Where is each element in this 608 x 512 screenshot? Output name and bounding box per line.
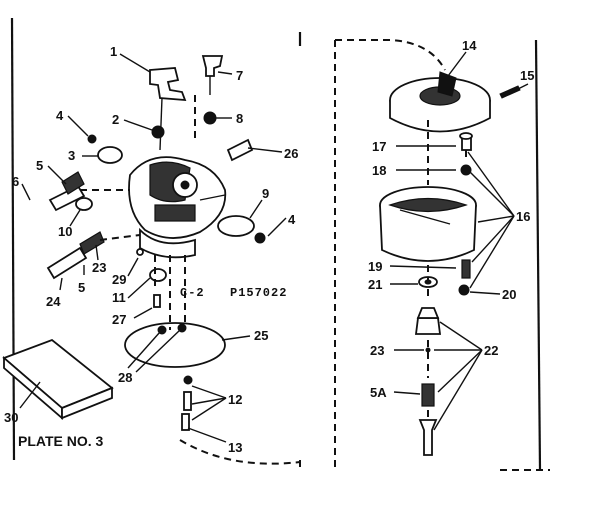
part-label-24: 24 [46,294,61,309]
part-labels: 1 7 2 8 4 3 26 5 6 9 4 10 23 29 5 24 11 … [4,38,534,455]
part-label-3: 3 [68,148,75,163]
air-cleaner-ring [389,71,491,133]
throttle-shaft [149,67,187,151]
part-label-20: 20 [502,287,516,302]
part-label-11: 11 [112,290,126,305]
part-label-6: 6 [12,174,19,189]
parts-small [46,111,266,431]
section-label: C-2 [180,286,205,300]
part-label-30: 30 [4,410,18,425]
part-label-5A: 5A [370,385,387,400]
part-label-29: 29 [112,272,126,287]
leader-lines-right [389,51,529,431]
gasket-pack [2,338,114,420]
part-label-23a: 23 [92,260,106,275]
part-label-21: 21 [368,277,382,292]
part-label-7: 7 [236,68,243,83]
parts-right [414,85,521,456]
choke-shaft [201,55,224,95]
part-label-5b: 5 [78,280,85,295]
part-label-9: 9 [262,186,269,201]
drawing-number: P157022 [230,286,287,300]
part-label-27: 27 [112,312,126,327]
part-label-4b: 4 [288,212,296,227]
part-label-16: 16 [516,209,530,224]
assembly-guides-right [427,120,467,418]
part-label-26: 26 [284,146,298,161]
float-bowl [379,186,477,262]
part-label-10: 10 [58,224,72,239]
part-label-17: 17 [372,139,386,154]
part-label-23b: 23 [370,343,384,358]
part-label-13: 13 [228,440,242,455]
part-label-25: 25 [254,328,268,343]
part-label-5a: 5 [36,158,43,173]
part-label-2: 2 [112,112,119,127]
part-label-19: 19 [368,259,382,274]
part-label-4a: 4 [56,108,64,123]
part-label-15: 15 [520,68,534,83]
part-label-14: 14 [462,38,477,53]
part-label-28: 28 [118,370,132,385]
carburetor-body [128,156,227,259]
part-label-12: 12 [228,392,242,407]
leader-lines-left [19,53,287,443]
part-label-1: 1 [110,44,117,59]
part-label-22: 22 [484,343,498,358]
part-label-8: 8 [236,111,243,126]
diagram-frame [10,17,550,471]
assembly-guides-left [80,95,196,330]
plate-label: PLATE NO. 3 [18,433,104,449]
part-label-18: 18 [372,163,386,178]
